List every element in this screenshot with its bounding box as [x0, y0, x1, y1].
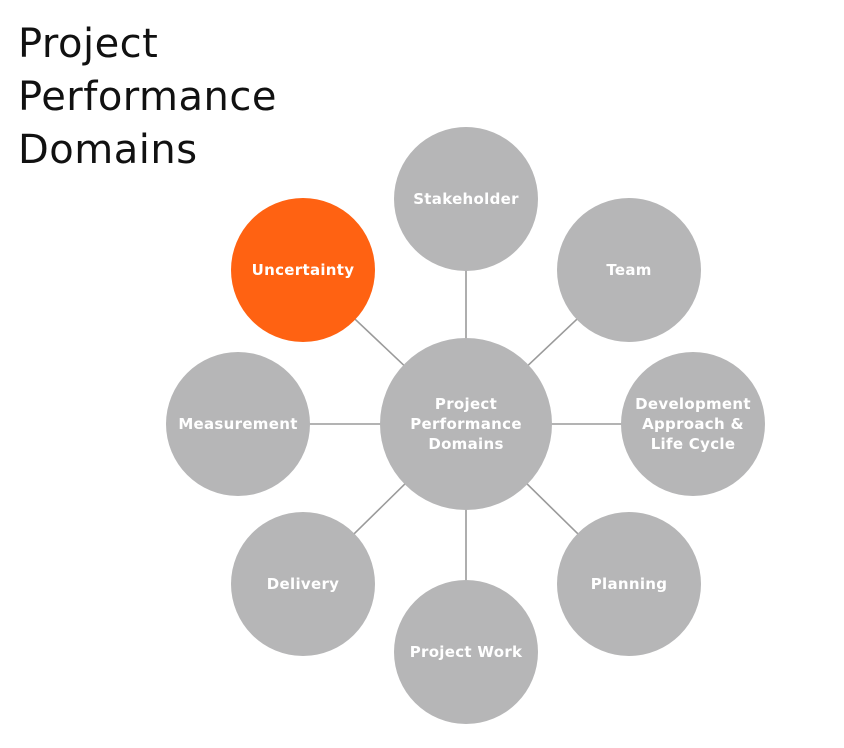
- domain-label-uncertainty: Uncertainty: [252, 261, 355, 279]
- domain-label-measurement: Measurement: [178, 415, 297, 433]
- domain-circle-uncertainty: [231, 198, 375, 342]
- connector-delivery: [352, 482, 407, 536]
- title-line: Project: [18, 21, 159, 67]
- domain-label-delivery: Delivery: [267, 575, 339, 593]
- domain-circle-measurement: [166, 352, 310, 496]
- domain-node-delivery: Delivery: [231, 512, 375, 656]
- domain-label-team: Team: [606, 261, 651, 279]
- domain-circle-planning: [557, 512, 701, 656]
- domain-label-delivery-line: Delivery: [267, 575, 339, 593]
- title-line: Domains: [18, 127, 198, 173]
- page-title: Project Performance Domains: [18, 18, 277, 177]
- connector-uncertainty: [353, 317, 406, 367]
- domain-label-project-work: Project Work: [410, 643, 523, 661]
- connector-planning: [525, 482, 580, 536]
- domain-label-planning-line: Planning: [591, 575, 668, 593]
- connector-team: [526, 317, 579, 367]
- domain-circle-development-approach: [621, 352, 765, 496]
- domain-label-stakeholder: Stakeholder: [413, 190, 519, 208]
- center-circle: [380, 338, 552, 510]
- domain-circle-team: [557, 198, 701, 342]
- center-label-line: Domains: [428, 435, 503, 453]
- domain-label-planning: Planning: [591, 575, 668, 593]
- title-line: Performance: [18, 74, 277, 120]
- domain-label-team-line: Team: [606, 261, 651, 279]
- domain-node-uncertainty: Uncertainty: [231, 198, 375, 342]
- domain-label-measurement-line: Measurement: [178, 415, 297, 433]
- domain-label-project-work-line: Project Work: [410, 643, 523, 661]
- domain-node-stakeholder: Stakeholder: [394, 127, 538, 271]
- domain-label-stakeholder-line: Stakeholder: [413, 190, 519, 208]
- domain-node-team: Team: [557, 198, 701, 342]
- domain-circle-project-work: [394, 580, 538, 724]
- domain-circle-stakeholder: [394, 127, 538, 271]
- domain-label-development-approach-line: Development: [635, 395, 751, 413]
- center-label-line: Project: [435, 395, 497, 413]
- domain-label-development-approach-line: Life Cycle: [651, 435, 736, 453]
- domain-label-uncertainty-line: Uncertainty: [252, 261, 355, 279]
- connectors: [308, 269, 623, 582]
- domain-node-measurement: Measurement: [166, 352, 310, 496]
- domain-label-development-approach-line: Approach &: [642, 415, 744, 433]
- domain-circle-delivery: [231, 512, 375, 656]
- center-label-line: Performance: [410, 415, 522, 433]
- domain-node-planning: Planning: [557, 512, 701, 656]
- domain-node-project-work: Project Work: [394, 580, 538, 724]
